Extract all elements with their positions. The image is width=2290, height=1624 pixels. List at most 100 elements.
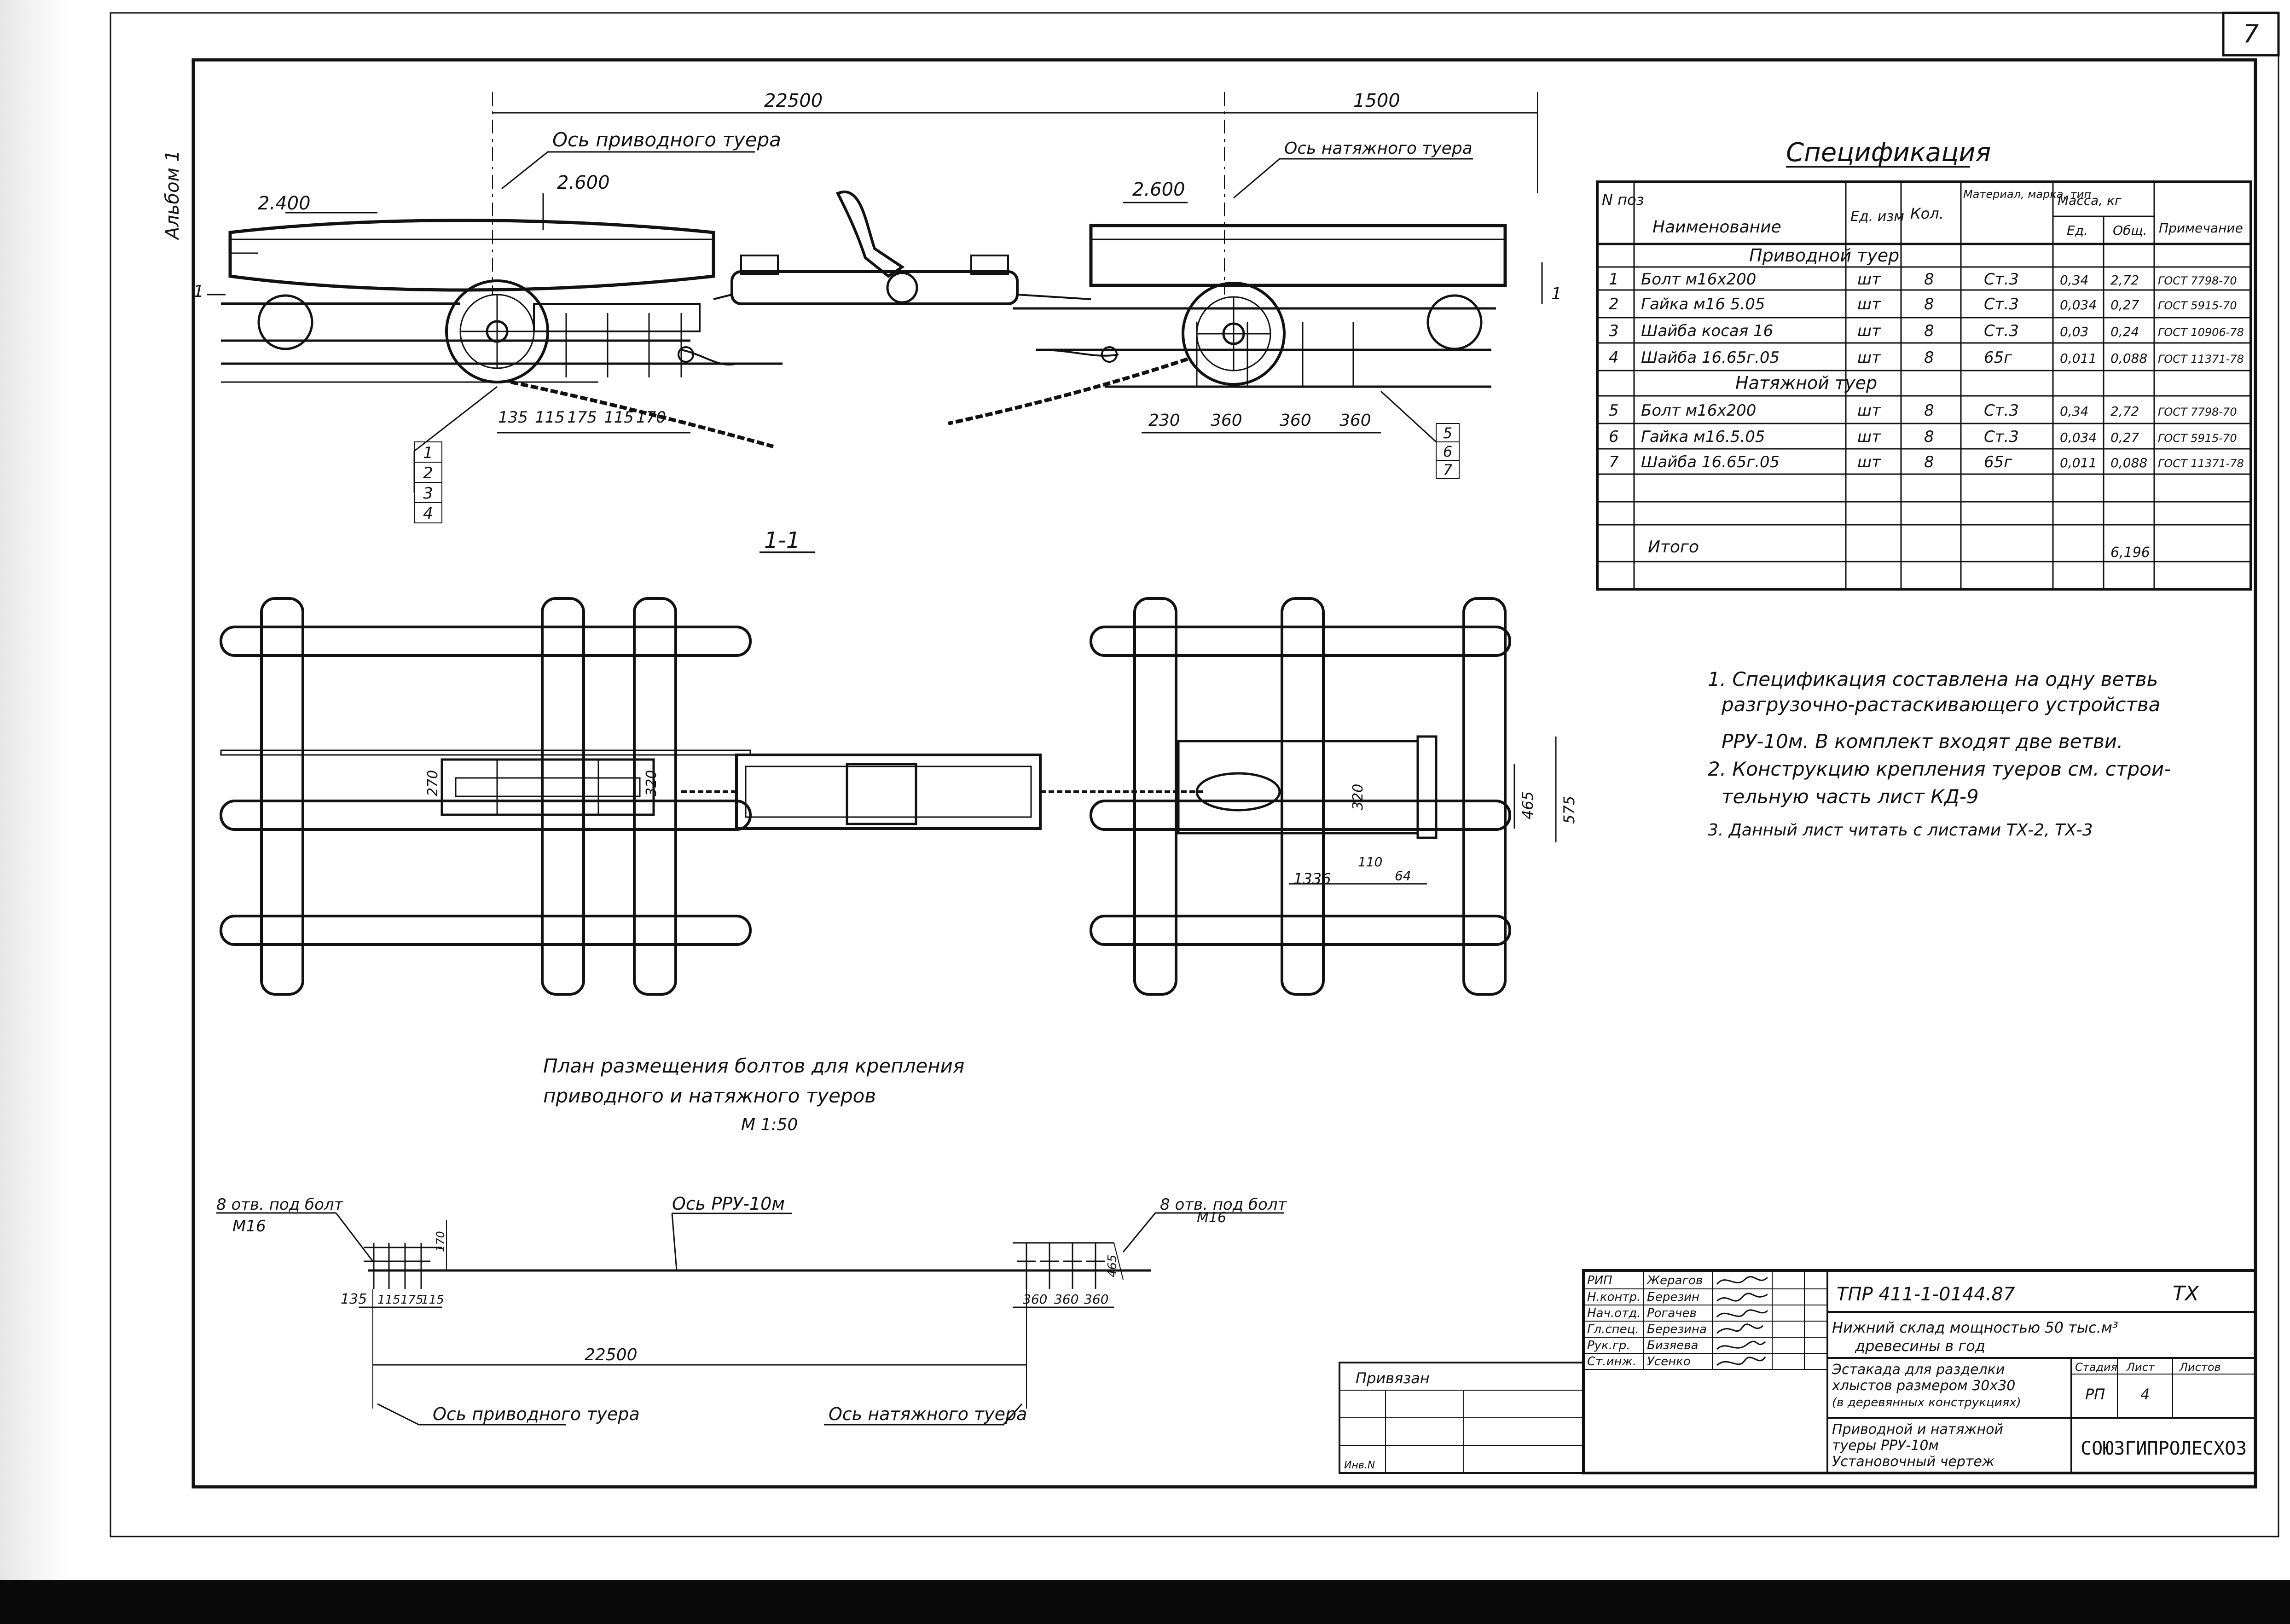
name-4: Бизяева [1647,1339,1698,1352]
doc-mark: ТХ [2173,1282,2199,1305]
sec-dim-270: 270 [425,770,441,796]
h-mass: Масса, кг [2058,193,2122,208]
axis-tension-label: Ось натяжного туера [1284,139,1473,158]
section-label: 1-1 [764,528,800,553]
h-mass-unit: Ед. [2067,223,2088,238]
h-unit: Ед. изм [1850,209,1904,225]
sheet-number: 7 [2243,19,2259,48]
holes-left-size: М16 [232,1217,266,1235]
sec-dim-64: 64 [1395,868,1411,883]
album-label: Альбом 1 [162,150,183,241]
plan-title-1: План размещения болтов для крепления [543,1055,964,1077]
r1-m1: 0,34 [2060,273,2088,288]
r5-m2: 2,72 [2110,404,2139,419]
r1-note: ГОСТ 7798-70 [2158,274,2237,287]
callout-5: 5 [1443,424,1452,442]
bolt-dim-r1: 360 [1211,411,1242,430]
holes-right-label: 8 отв. под болт [1160,1195,1287,1214]
r4-m2: 0,088 [2110,351,2147,366]
sec-dim-465: 465 [1519,791,1536,819]
scan-shadow-left [0,0,69,1580]
role-4: Рук.гр. [1587,1339,1630,1352]
name-2: Рогачев [1647,1306,1697,1320]
plan-dim-170: 170 [434,1231,447,1252]
project-1: Нижний склад мощностью 50 тыс.м³ [1832,1319,2118,1336]
group-tension: Натяжной туер [1735,373,1877,393]
r1-pos: 1 [1609,270,1619,289]
lists-header: Листов [2179,1361,2221,1374]
spec-table: Спецификация N поз Наименование Ед. изм … [1596,138,2252,591]
inner-frame [191,58,2257,1489]
r3-pos: 3 [1609,322,1619,340]
h-name: Наименование [1652,218,1781,237]
doc-code: ТПР 411-1-0144.87 [1837,1284,2015,1305]
note-line-5: тельную часть лист КД-9 [1722,785,1979,808]
plan-dim-l1: 115 [377,1293,400,1307]
role-1: Н.контр. [1587,1290,1641,1304]
r7-qty: 8 [1924,453,1934,471]
r5-mat: Ст.3 [1984,401,2019,420]
plan-dim-r2: 360 [1084,1292,1108,1307]
r5-pos: 5 [1609,401,1619,420]
sec-dim-1336: 1336 [1293,870,1331,887]
bolt-dim-l0: 135 [498,408,528,427]
role-2: Нач.отд. [1587,1306,1641,1320]
group-drive: Приводной туер [1749,245,1899,266]
r6-name: Гайка м16.5.05 [1641,428,1765,446]
spec-title: Спецификация [1786,138,1991,168]
bolt-holes-left [364,1243,442,1289]
plan-dim-l2: 175 [400,1293,423,1307]
name-3: Березина [1647,1322,1707,1336]
section-view: 1-1 270 320 320 [220,528,1578,996]
sec-dim-320a: 320 [644,770,660,796]
signatures [1716,1276,1768,1366]
r2-m2: 0,27 [2110,297,2139,313]
sheet-title-3: Установочный чертеж [1832,1454,1994,1470]
r2-qty: 8 [1924,295,1934,313]
note-line-3: РРУ-10м. В комплект входят две ветви. [1722,730,2123,753]
note-line-2: разгрузочно-растаскивающего устройства [1721,693,2160,716]
role-5: Ст.инж. [1587,1355,1636,1369]
total-value: 6,196 [2110,545,2150,561]
title-block: Привязан Инв.N РИП Н.контр. Нач.отд. Гл.… [1339,1269,2257,1474]
callout-7: 7 [1443,461,1453,479]
privyazan: Привязан [1356,1369,1430,1387]
r1-mat: Ст.3 [1984,270,2019,289]
r1-m2: 2,72 [2110,273,2139,288]
r3-name: Шайба косая 16 [1641,322,1773,340]
dim-2600-left: 2.600 [557,172,610,193]
r7-pos: 7 [1609,453,1619,471]
r4-m1: 0,011 [2060,351,2097,366]
notes: 1. Спецификация составлена на одну ветвь… [1708,668,2171,840]
sheet-title-2: туеры РРУ-10м [1832,1438,1939,1454]
r6-mat: Ст.3 [1984,428,2019,446]
plan-dim-22500: 22500 [585,1346,638,1364]
r2-pos: 2 [1609,295,1619,313]
dim-1500: 1500 [1353,90,1400,111]
winch-lever [835,191,905,278]
r1-unit: шт [1857,270,1881,289]
r6-qty: 8 [1924,428,1934,446]
holes-right-size: М16 [1197,1210,1226,1226]
r7-m2: 0,088 [2110,455,2147,470]
r3-mat: Ст.3 [1984,322,2019,340]
role-0: РИП [1587,1274,1612,1288]
callout-2: 2 [423,464,433,482]
r6-pos: 6 [1609,428,1619,446]
dim-2400: 2.400 [258,193,311,214]
r3-qty: 8 [1924,322,1934,340]
r2-name: Гайка м16 5.05 [1641,295,1765,313]
plan-dim-l0: 135 [341,1291,367,1307]
callout-6: 6 [1443,443,1452,460]
object-1: Эстакада для разделки [1832,1362,2005,1378]
sheet-title-1: Приводной и натяжной [1832,1421,2003,1438]
h-qty: Кол. [1910,205,1944,222]
r4-qty: 8 [1924,348,1934,367]
bolt-dim-l3: 115 [604,408,634,427]
plan-dim-465: 465 [1106,1254,1119,1277]
h-mass-total: Общ. [2113,223,2147,238]
name-0: Жерагов [1646,1274,1703,1288]
r4-name: Шайба 16.65г.05 [1641,348,1780,367]
plan-scale: М 1:50 [741,1115,798,1134]
r4-mat: 65г [1984,348,2012,367]
